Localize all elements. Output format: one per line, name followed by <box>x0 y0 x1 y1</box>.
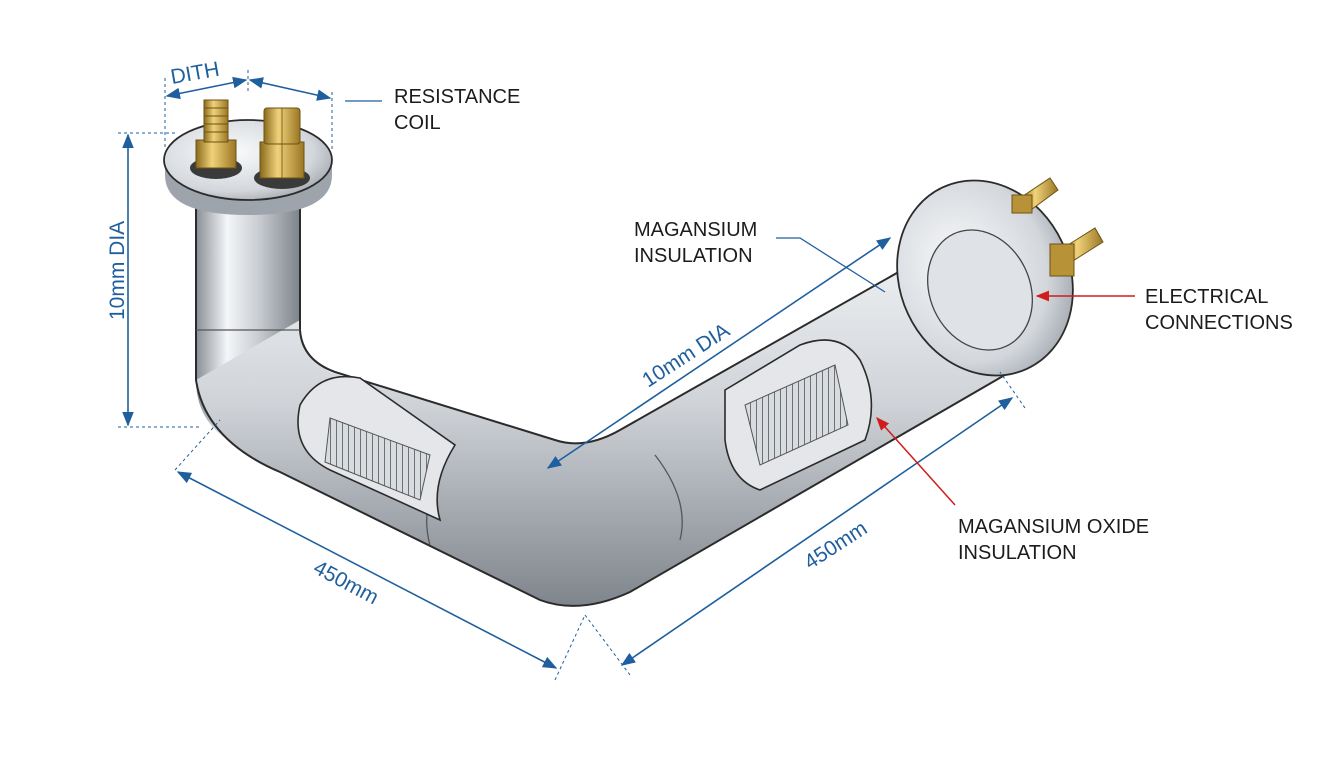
callout-resistance-coil: RESISTANCE COIL <box>345 86 520 134</box>
left-height-text: 10mm DIA <box>106 221 129 320</box>
electrical-connections-label-line1: ELECTRICAL <box>1145 286 1268 308</box>
dimension-left-height: 10mm DIA <box>106 132 200 428</box>
callout-electrical-connections: ELECTRICAL CONNECTIONS <box>1035 286 1293 334</box>
callout-magnesium-oxide-insulation: MAGANSIUM OXIDE INSULATION <box>876 416 1149 564</box>
magnesium-oxide-label-line1: MAGANSIUM OXIDE <box>958 516 1149 538</box>
magnesium-insulation-label-line1: MAGANSIUM <box>634 219 757 241</box>
resistance-coil-label-line1: RESISTANCE <box>394 86 520 108</box>
right-flange <box>896 179 1074 377</box>
top-terminal-left <box>190 99 242 179</box>
resistance-coil-label-line2: COIL <box>394 112 441 134</box>
magnesium-insulation-label-line2: INSULATION <box>634 245 753 267</box>
top-flange <box>163 119 333 215</box>
electrical-connections-label-line2: CONNECTIONS <box>1145 312 1293 334</box>
right-terminal-upper <box>1011 177 1059 214</box>
callout-magnesium-insulation: MAGANSIUM INSULATION <box>634 219 886 293</box>
top-width-text: DITH <box>169 58 221 89</box>
bottom-left-length-text: 450mm <box>310 556 383 609</box>
bottom-right-length-text: 450mm <box>800 517 871 574</box>
right-terminal-lower <box>1049 227 1104 277</box>
magnesium-oxide-label-line2: INSULATION <box>958 542 1077 564</box>
top-terminal-right <box>254 107 310 189</box>
